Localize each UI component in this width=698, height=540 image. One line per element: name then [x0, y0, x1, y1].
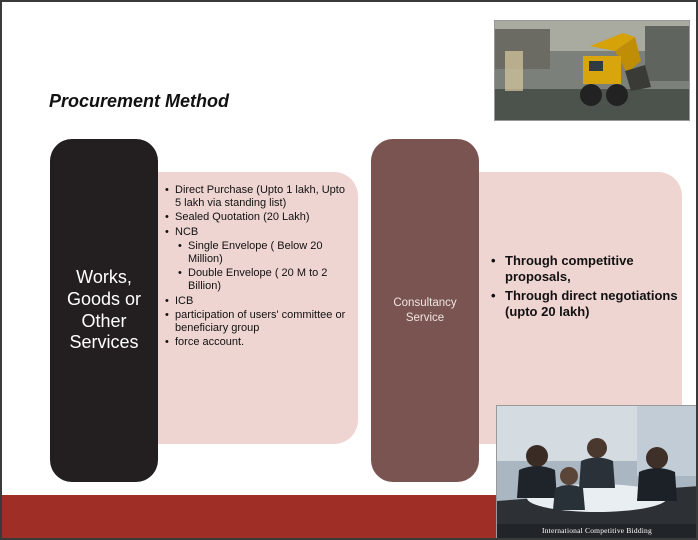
photo-caption: International Competitive Bidding: [542, 526, 652, 535]
consultancy-category-label: Consultancy Service: [393, 296, 457, 324]
list-item: NCB: [162, 226, 352, 239]
list-item: Direct Purchase (Upto 1 lakh, Upto 5 lak…: [162, 184, 352, 210]
meeting-photo: International Competitive Bidding: [496, 405, 696, 538]
consultancy-category-pill: Consultancy Service: [371, 139, 479, 482]
list-item: Through direct negotiations (upto 20 lak…: [488, 288, 678, 321]
works-category-label: Works, Goods or Other Services: [66, 267, 142, 353]
excavator-illustration: [495, 21, 689, 120]
list-subitem: Single Envelope ( Below 20 Million): [162, 240, 352, 266]
list-item: force account.: [162, 336, 352, 349]
works-category-pill: Works, Goods or Other Services: [50, 139, 158, 482]
excavator-photo: [494, 20, 690, 121]
list-item: Sealed Quotation (20 Lakh): [162, 211, 352, 224]
list-item: ICB: [162, 295, 352, 308]
list-item: Through competitive proposals,: [488, 253, 678, 286]
list-subitem: Double Envelope ( 20 M to 2 Billion): [162, 267, 352, 293]
works-method-list: Direct Purchase (Upto 1 lakh, Upto 5 lak…: [162, 184, 352, 350]
meeting-illustration: [497, 406, 696, 538]
slide-title: Procurement Method: [49, 91, 230, 111]
consultancy-method-list: Through competitive proposals, Through d…: [488, 253, 678, 322]
list-item: participation of users' committee or ben…: [162, 309, 352, 335]
